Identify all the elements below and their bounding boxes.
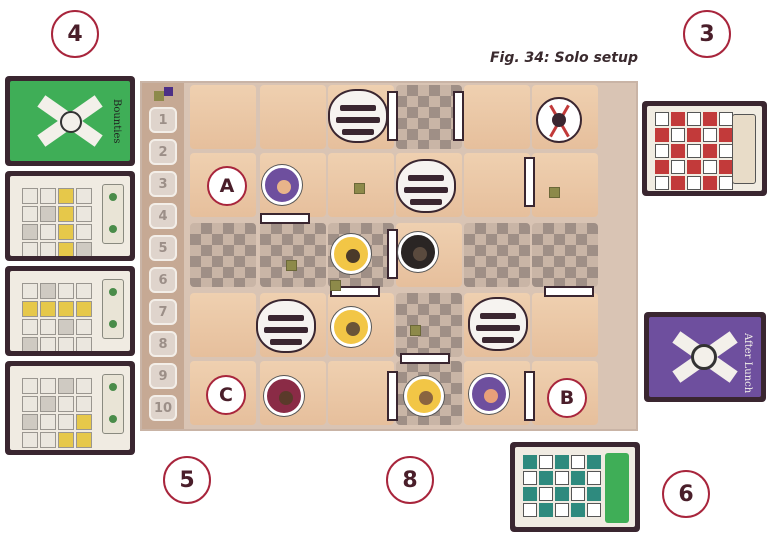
track-space-5: 5: [149, 235, 177, 261]
pattern-card-side-icon: [102, 184, 124, 244]
track-space-9: 9: [149, 363, 177, 389]
callout-4: 4: [51, 10, 99, 58]
marker-cubes: [154, 91, 164, 101]
board-cell: [532, 153, 598, 217]
track-space-8: 8: [149, 331, 177, 357]
callout-8: 8: [386, 456, 434, 504]
wall-tile: [524, 371, 535, 421]
wall-tile: [260, 213, 310, 224]
green-tab-icon: [605, 453, 629, 523]
green-card-label: Bounties: [111, 99, 122, 144]
board-cell: [532, 293, 598, 357]
track-space-1: 1: [149, 107, 177, 133]
track-space-10: 10: [149, 395, 177, 421]
books-tile: [256, 299, 316, 353]
board-cell: [260, 85, 326, 149]
skull-icon: [60, 111, 82, 133]
track-space-3: 3: [149, 171, 177, 197]
resource-cube: [286, 260, 297, 271]
callout-b: B: [547, 378, 587, 418]
pattern-card-side-icon: [102, 374, 124, 434]
track-space-4: 4: [149, 203, 177, 229]
books-tile: [468, 297, 528, 351]
clock-token-icon: [536, 97, 582, 143]
wall-tile: [387, 229, 398, 279]
board-cell-checkered: [532, 223, 598, 287]
resource-cube: [330, 280, 341, 291]
purple-after-lunch-card: After Lunch: [644, 312, 766, 402]
wall-tile: [453, 91, 464, 141]
resource-cube: [410, 325, 421, 336]
wall-tile: [400, 353, 450, 364]
purple-card-label: After Lunch: [742, 333, 753, 393]
board-cell: [190, 85, 256, 149]
callout-6: 6: [662, 470, 710, 518]
track-space-2: 2: [149, 139, 177, 165]
yellow-character-token: [331, 234, 371, 274]
board-cell-checkered: [396, 293, 462, 357]
wall-tile: [524, 157, 535, 207]
purple-wizard-token: [469, 374, 509, 414]
yellow-character-token: [404, 376, 444, 416]
wall-tile: [544, 286, 594, 297]
board-cell-checkered: [464, 223, 530, 287]
yellow-character-token: [331, 307, 371, 347]
board-cell: [464, 153, 530, 217]
board-cell: [190, 293, 256, 357]
eye-icon: [691, 344, 717, 370]
callout-3: 3: [683, 10, 731, 58]
resource-cube: [354, 183, 365, 194]
score-track: 1 2 3 4 5 6 7 8 9 10: [142, 83, 184, 429]
purple-wizard-token: [262, 165, 302, 205]
callout-c: C: [206, 375, 246, 415]
black-hooded-token: [398, 232, 438, 272]
callout-5: 5: [163, 456, 211, 504]
board-cell: [328, 361, 394, 425]
board-cell: [464, 85, 530, 149]
character-portrait-icon: [732, 114, 756, 184]
board-cell-checkered: [260, 223, 326, 287]
pattern-card-3: [5, 361, 135, 455]
figure-title: Fig. 34: Solo setup: [468, 50, 638, 66]
bottom-pattern-card: [510, 442, 640, 532]
pattern-card-1: [5, 171, 135, 261]
track-space-6: 6: [149, 267, 177, 293]
books-tile: [328, 89, 388, 143]
track-space-7: 7: [149, 299, 177, 325]
pattern-card-2: [5, 266, 135, 356]
red-character-token: [264, 376, 304, 416]
red-pattern-card: [642, 101, 767, 196]
books-tile: [396, 159, 456, 213]
callout-a: A: [207, 166, 247, 206]
wall-tile: [387, 91, 398, 141]
pattern-card-side-icon: [102, 279, 124, 339]
green-bounty-card: Bounties: [5, 76, 135, 166]
resource-cube: [549, 187, 560, 198]
wall-tile: [387, 371, 398, 421]
board-cell-checkered: [190, 223, 256, 287]
